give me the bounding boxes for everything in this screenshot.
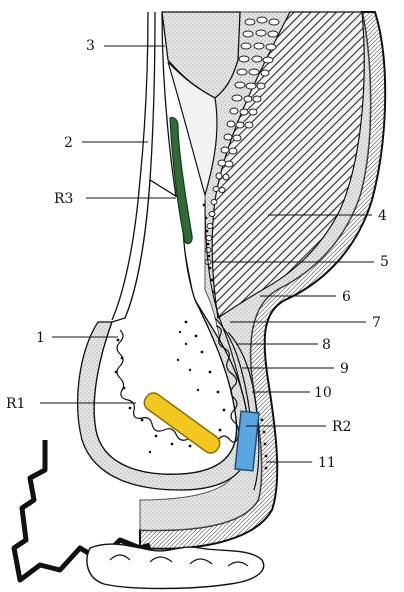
label-3: 3 xyxy=(86,38,95,54)
label-r1: R1 xyxy=(6,396,25,412)
label-10: 10 xyxy=(314,385,332,401)
label-6: 6 xyxy=(342,289,351,305)
paw-outline xyxy=(87,544,264,588)
label-r2: R2 xyxy=(332,419,351,435)
label-7: 7 xyxy=(372,315,381,331)
label-2: 2 xyxy=(64,135,73,151)
label-9: 9 xyxy=(340,361,349,377)
label-r3: R3 xyxy=(54,191,73,207)
label-4: 4 xyxy=(378,208,387,224)
label-11: 11 xyxy=(318,455,336,471)
label-5: 5 xyxy=(380,254,389,270)
label-8: 8 xyxy=(322,337,331,353)
label-1: 1 xyxy=(36,330,45,346)
